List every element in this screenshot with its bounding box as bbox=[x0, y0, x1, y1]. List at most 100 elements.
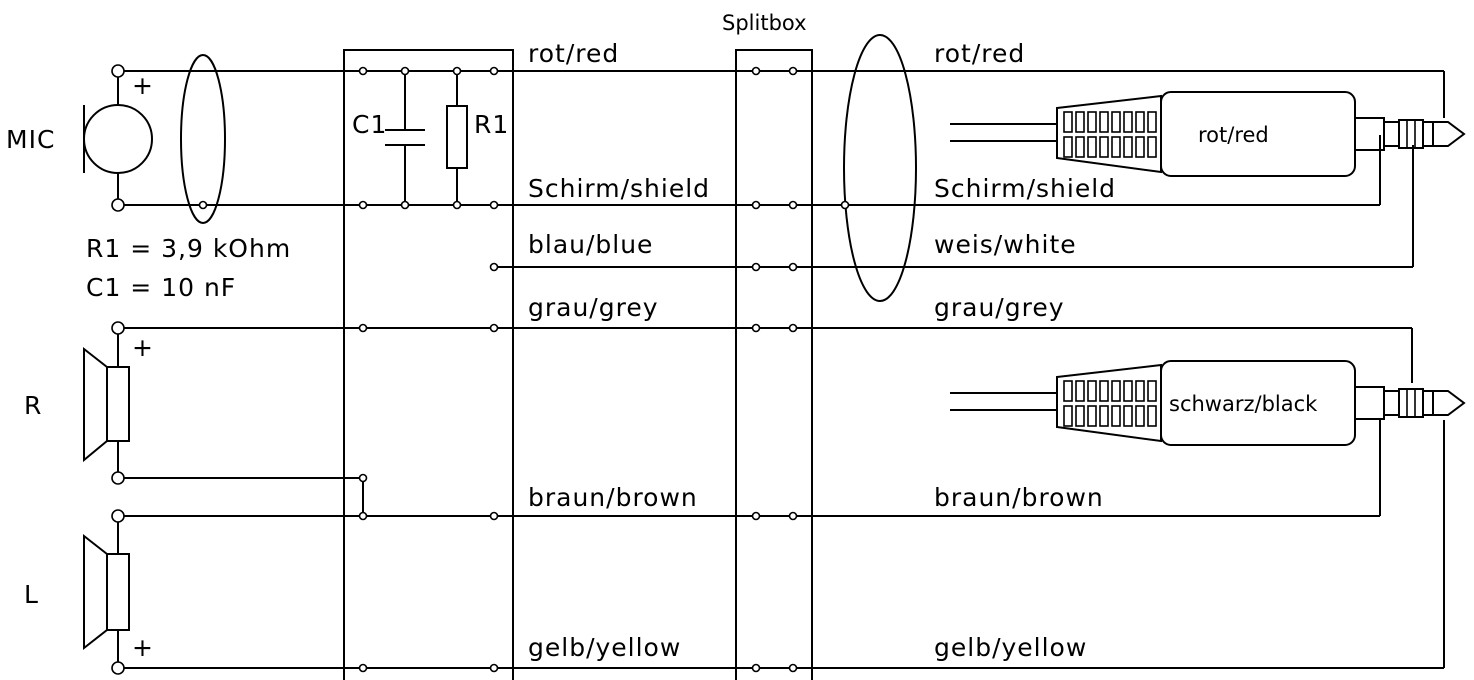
plug-bottom-sleeve bbox=[1354, 386, 1385, 420]
grip-rib bbox=[1087, 111, 1097, 133]
grip-rib bbox=[1135, 136, 1145, 158]
grip-rib bbox=[1075, 380, 1085, 402]
label-red-left: rot/red bbox=[528, 39, 619, 68]
plug-top-label: rot/red bbox=[1198, 123, 1269, 147]
label-brown-right: braun/brown bbox=[934, 483, 1104, 512]
speaker-right-magnet bbox=[106, 366, 130, 442]
plug-top-strain-relief bbox=[1056, 94, 1162, 174]
grip-rib bbox=[1147, 136, 1157, 158]
plug-top-tip bbox=[1432, 121, 1466, 147]
grip-rib bbox=[1087, 136, 1097, 158]
speaker-right-label: R bbox=[24, 391, 42, 420]
grip-rib bbox=[1087, 380, 1097, 402]
grip-rib bbox=[1099, 405, 1109, 427]
grip-rib bbox=[1135, 380, 1145, 402]
splitbox-title: Splitbox bbox=[722, 11, 807, 35]
wire-yellow bbox=[124, 420, 1445, 669]
grip-rib bbox=[1147, 405, 1157, 427]
label-brown-left: braun/brown bbox=[528, 483, 698, 512]
r1-label: R1 bbox=[474, 110, 509, 139]
grip-rib bbox=[1123, 405, 1133, 427]
plug-bottom-grip-ribs bbox=[1063, 380, 1157, 427]
speaker-left: + L bbox=[24, 509, 154, 675]
grip-rib bbox=[1063, 405, 1073, 427]
wire-red bbox=[124, 70, 1445, 118]
grip-rib bbox=[1063, 111, 1073, 133]
r1-body bbox=[446, 105, 468, 169]
label-grey-right: grau/grey bbox=[934, 293, 1065, 322]
grip-rib bbox=[1063, 380, 1073, 402]
speaker-right-terminal-minus bbox=[111, 471, 125, 485]
speaker-left-cone bbox=[83, 533, 108, 651]
plug-bottom: schwarz/black bbox=[950, 360, 1466, 446]
grip-rib bbox=[1099, 111, 1109, 133]
mic-label: MIC bbox=[6, 125, 55, 154]
label-yellow-right: gelb/yellow bbox=[934, 633, 1087, 662]
microphone: MIC + bbox=[6, 64, 154, 212]
headset-cable-shield-ellipse bbox=[843, 34, 917, 302]
mic-terminal-plus bbox=[111, 64, 125, 78]
c1-value-label: C1 = 10 nF bbox=[86, 273, 236, 302]
plug-bottom-ring1 bbox=[1383, 390, 1400, 416]
capacitor-c1: C1 bbox=[352, 71, 425, 205]
splitbox bbox=[735, 49, 813, 680]
plug-top-ring1 bbox=[1383, 121, 1400, 147]
speaker-left-terminal-minus bbox=[111, 509, 125, 523]
grip-rib bbox=[1123, 136, 1133, 158]
grip-rib bbox=[1075, 111, 1085, 133]
speaker-right-cone bbox=[83, 346, 108, 463]
r1-value-label: R1 = 3,9 kOhm bbox=[86, 234, 291, 263]
mic-capsule bbox=[83, 104, 153, 174]
plug-top-ring3 bbox=[1422, 121, 1434, 147]
c1-label: C1 bbox=[352, 110, 387, 139]
wire-shield bbox=[124, 135, 1381, 206]
grip-rib bbox=[1147, 111, 1157, 133]
junction-box bbox=[343, 49, 514, 680]
mic-terminal-minus bbox=[111, 198, 125, 212]
speaker-right-plus-sign: + bbox=[132, 333, 154, 362]
speaker-left-terminal-plus bbox=[111, 661, 125, 675]
grip-rib bbox=[1075, 136, 1085, 158]
speaker-left-label: L bbox=[24, 580, 39, 609]
grip-rib bbox=[1099, 380, 1109, 402]
label-shield-left: Schirm/shield bbox=[528, 174, 710, 203]
wire-brown bbox=[124, 420, 1381, 517]
label-blue: blau/blue bbox=[528, 230, 653, 259]
mic-plus-sign: + bbox=[132, 71, 154, 100]
label-red-right: rot/red bbox=[934, 39, 1025, 68]
grip-rib bbox=[1111, 136, 1121, 158]
grip-rib bbox=[1075, 405, 1085, 427]
wire-grey bbox=[124, 327, 1413, 383]
grip-rib bbox=[1063, 136, 1073, 158]
plug-bottom-ring2 bbox=[1398, 388, 1424, 418]
speaker-right-terminal-plus bbox=[111, 321, 125, 335]
speaker-left-magnet bbox=[106, 553, 130, 631]
grip-rib bbox=[1111, 405, 1121, 427]
grip-rib bbox=[1123, 380, 1133, 402]
plug-top: rot/red bbox=[950, 91, 1466, 177]
grip-rib bbox=[1135, 111, 1145, 133]
grip-rib bbox=[1111, 111, 1121, 133]
wire-speaker-common bbox=[124, 477, 364, 516]
grip-rib bbox=[1087, 405, 1097, 427]
label-grey-left: grau/grey bbox=[528, 293, 659, 322]
resistor-r1: R1 bbox=[446, 71, 509, 205]
plug-top-ring2 bbox=[1398, 119, 1424, 149]
plug-top-grip-ribs bbox=[1063, 111, 1157, 158]
speaker-left-plus-sign: + bbox=[132, 633, 154, 662]
grip-rib bbox=[1123, 111, 1133, 133]
plug-bottom-ring3 bbox=[1422, 390, 1434, 416]
label-yellow-left: gelb/yellow bbox=[528, 633, 681, 662]
grip-rib bbox=[1135, 405, 1145, 427]
plug-bottom-strain-relief bbox=[1056, 363, 1162, 443]
grip-rib bbox=[1147, 380, 1157, 402]
plug-bottom-label: schwarz/black bbox=[1169, 392, 1318, 416]
wire-blue-white bbox=[494, 145, 1414, 268]
grip-rib bbox=[1111, 380, 1121, 402]
label-white: weis/white bbox=[934, 230, 1077, 259]
speaker-right: + R bbox=[24, 321, 154, 485]
plug-bottom-tip bbox=[1432, 390, 1466, 416]
label-shield-right: Schirm/shield bbox=[934, 174, 1116, 203]
mic-cable-shield-ellipse bbox=[180, 54, 226, 224]
